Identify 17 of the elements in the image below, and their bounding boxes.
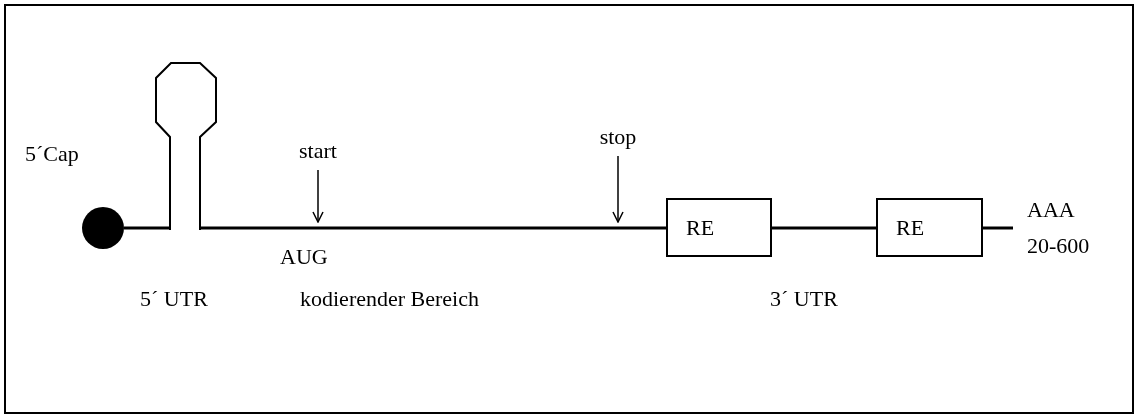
poly-a-tail-label: AAA 20-600 <box>1026 196 1091 260</box>
region-label: 5´ UTR <box>140 288 208 310</box>
rna-strand-line <box>200 226 666 230</box>
pointer-arrow <box>312 169 324 223</box>
stem-loop-drawing <box>155 62 217 230</box>
codon-label: AUG <box>280 246 328 268</box>
region-label: kodierender Bereich <box>300 288 479 310</box>
pointer-arrow <box>612 155 624 223</box>
response-element-box: RE <box>876 198 983 257</box>
region-label: 3´ UTR <box>770 288 838 310</box>
codon-marker-label: stop <box>598 126 638 148</box>
response-element-box: RE <box>666 198 772 257</box>
rna-strand-line <box>772 226 876 230</box>
rna-strand-line <box>124 226 170 230</box>
cap-label: 5´Cap <box>25 143 79 165</box>
rna-strand-line <box>983 226 1013 230</box>
codon-marker-label: start <box>298 140 338 162</box>
